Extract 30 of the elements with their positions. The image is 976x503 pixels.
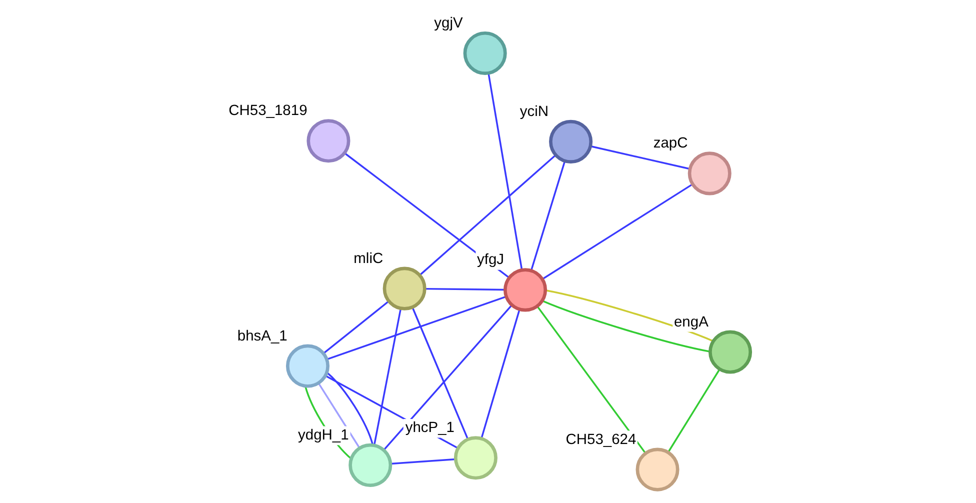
connector — [542, 182, 693, 280]
node-circle — [548, 119, 592, 163]
connector — [372, 308, 402, 445]
connector — [536, 305, 646, 453]
connector — [530, 160, 566, 270]
node-circle — [382, 266, 426, 310]
node-circle — [687, 151, 731, 195]
connector — [424, 287, 504, 290]
connector — [390, 458, 456, 464]
node-label: zapC — [652, 135, 688, 152]
connector — [326, 295, 506, 360]
connector — [317, 382, 360, 448]
node-label: yciN — [519, 103, 548, 120]
node-circle — [462, 30, 506, 74]
node-circle — [306, 118, 350, 162]
connector — [545, 289, 714, 342]
connector — [480, 309, 520, 438]
connector — [487, 72, 522, 270]
connector — [590, 144, 690, 170]
connector — [382, 304, 512, 450]
node-circle — [285, 344, 330, 388]
node-label: bhsA_1 — [236, 328, 287, 344]
node-label: ygjV — [434, 14, 462, 31]
connector — [418, 154, 556, 276]
connector — [323, 300, 389, 354]
connector — [667, 368, 720, 452]
node-label: mliC — [353, 250, 383, 266]
node-label: CH53_1819 — [228, 102, 307, 119]
connector — [411, 306, 468, 439]
connector — [326, 371, 374, 445]
